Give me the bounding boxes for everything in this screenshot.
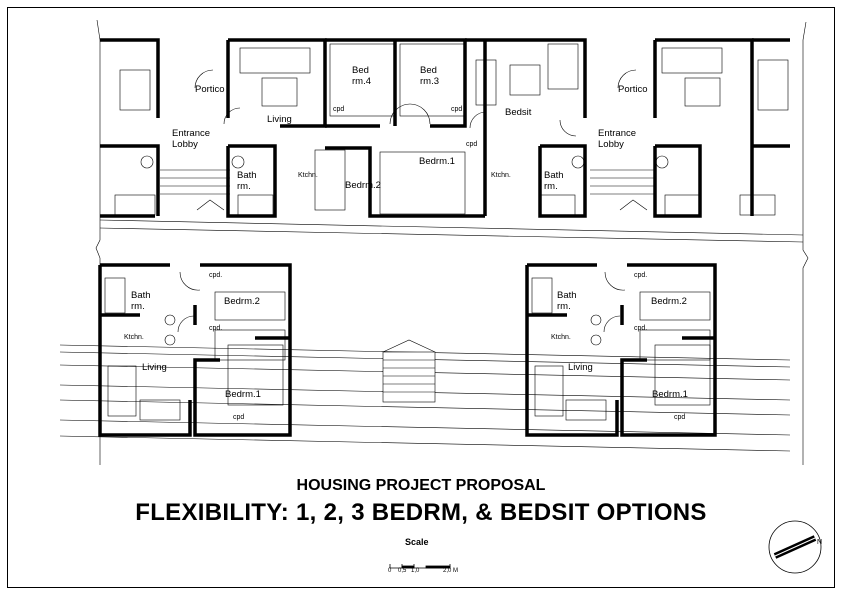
room-label-bedrm1-lower-left: Bedrm.1 — [225, 389, 261, 400]
north-arrow-icon — [768, 520, 822, 574]
room-label-bathroom-lower-right: Bath rm. — [557, 290, 577, 312]
room-label-kitchen-lower-left: Ktchn. — [124, 334, 144, 341]
scale-tick-label: 0 — [388, 568, 392, 574]
scale-tick-label: 2,0 M — [443, 568, 459, 574]
title-block: HOUSING PROJECT PROPOSAL FLEXIBILITY: 1,… — [7, 471, 835, 588]
cupboard-label: cpd. — [634, 325, 648, 332]
room-label-bedrm1-lower-right: Bedrm.1 — [652, 389, 688, 400]
room-label-bathroom-lower-left: Bath rm. — [131, 290, 151, 312]
cupboard-label: cpd. — [634, 272, 648, 279]
room-label-kitchen-upper-left: Ktchn. — [298, 172, 318, 179]
cupboard-label: cpd — [233, 414, 245, 421]
room-label-kitchen-upper-right: Ktchn. — [491, 172, 511, 179]
drawing-frame — [7, 7, 835, 588]
cupboard-label: cpd. — [209, 325, 223, 332]
room-label-bedrm2-lower-right: Bedrm.2 — [651, 296, 687, 307]
room-label-living-left: Living — [267, 114, 292, 125]
project-title: HOUSING PROJECT PROPOSAL — [296, 477, 546, 494]
room-label-living-lower-left: Living — [142, 362, 167, 373]
room-label-entrance-lobby-right: Entrance Lobby — [598, 128, 637, 150]
cupboard-label: cpd — [333, 106, 345, 113]
room-label-bed4: Bed rm.4 — [352, 65, 371, 87]
scale-bar — [389, 564, 451, 569]
scale-tick-label: 1,0 — [411, 568, 420, 574]
room-label-bathroom-upper-right: Bath rm. — [544, 170, 564, 192]
room-label-bedrm1-upper: Bedrm.1 — [419, 156, 455, 167]
room-label-kitchen-lower-right: Ktchn. — [551, 334, 571, 341]
room-label-portico-left: Portico — [195, 84, 225, 95]
room-label-bedrm2-lower-left: Bedrm.2 — [224, 296, 260, 307]
scale-label: Scale — [405, 537, 429, 547]
cupboard-label: cpd. — [209, 272, 223, 279]
cupboard-label: cpd — [451, 106, 463, 113]
room-label-portico-right: Portico — [618, 84, 648, 95]
room-label-entrance-lobby-left: Entrance Lobby — [172, 128, 211, 150]
room-label-bedsit: Bedsit — [505, 107, 532, 118]
room-label-bedrm2-upper: Bedrm.2 — [345, 180, 381, 191]
drawing-title: FLEXIBILITY: 1, 2, 3 BEDRM, & BEDSIT OPT… — [135, 499, 707, 526]
cupboard-label: cpd — [466, 141, 478, 148]
scale-tick-label: 0,5 — [398, 568, 407, 574]
north-label: N — [817, 539, 823, 546]
room-label-living-lower-right: Living — [568, 362, 593, 373]
room-label-bed3: Bed rm.3 — [420, 65, 439, 87]
cupboard-label: cpd — [674, 414, 686, 421]
room-label-bathroom-upper: Bath rm. — [237, 170, 257, 192]
